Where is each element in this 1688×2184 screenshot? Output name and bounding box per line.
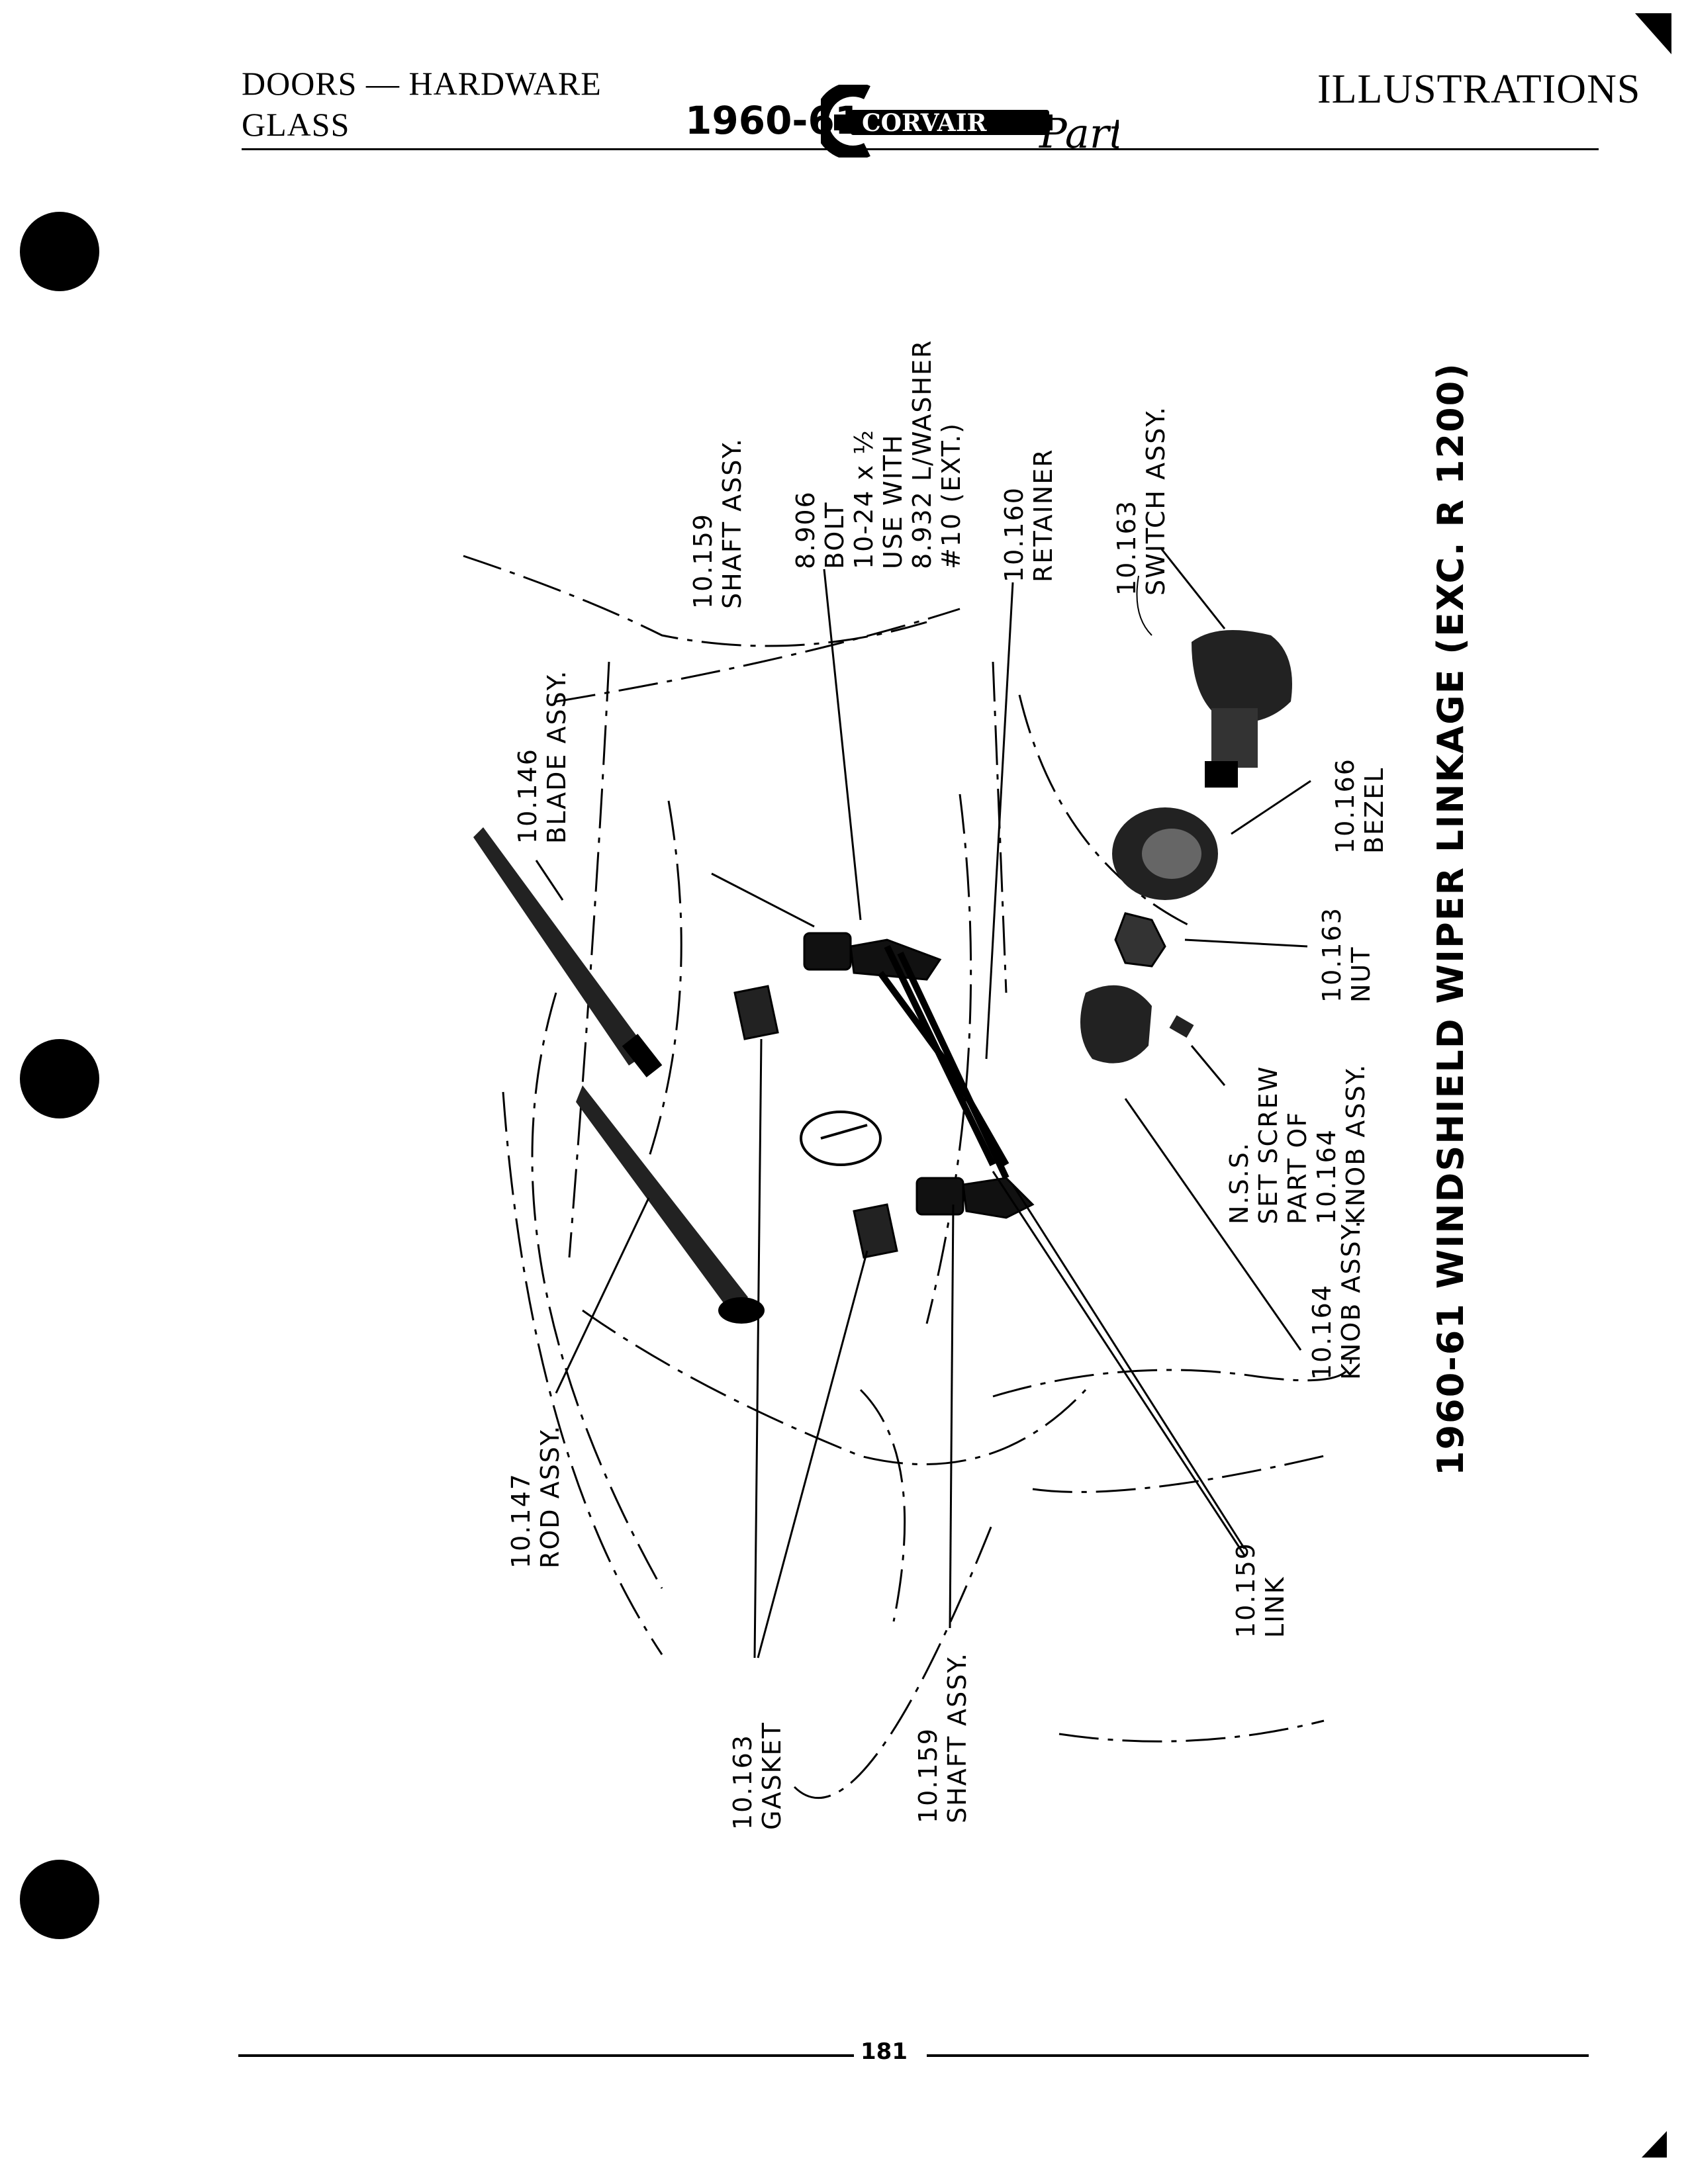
- callout-rod-assy: 10.147 ROD ASSY.: [506, 1424, 565, 1569]
- callout-blade-assy: 10.146 BLADE ASSY.: [513, 669, 571, 844]
- callout-knob-assy: 10.164 KNOB ASSY.: [1307, 1218, 1366, 1380]
- body-outline: [463, 555, 1352, 1799]
- knob-assy-part: [1080, 985, 1152, 1064]
- blade-assy-part: [473, 827, 663, 1077]
- corner-mark-top: [1635, 13, 1675, 63]
- link-part: [877, 944, 1009, 1180]
- callout-switch-assy: 10.163 SWITCH ASSY.: [1112, 406, 1170, 596]
- punch-hole-top: [20, 212, 99, 291]
- bezel-part: [1112, 807, 1218, 900]
- shaft-assy-top-part: [803, 932, 942, 981]
- callout-bezel: 10.166 BEZEL: [1331, 758, 1389, 854]
- punch-hole-middle: [20, 1039, 99, 1118]
- rod-assy-part: [576, 1085, 765, 1324]
- callout-link: 10.159 LINK: [1231, 1542, 1289, 1638]
- gasket-parts: [733, 985, 898, 1259]
- crank-part: [800, 1111, 882, 1166]
- page-number: 181: [861, 2038, 908, 2065]
- section-title: DOORS — HARDWARE GLASS: [242, 63, 602, 145]
- callout-bolt: 8.906 BOLT 10-24 x ½ USE WITH 8.932 L/WA…: [791, 339, 966, 569]
- corvair-parts-logo: CORVAIR Parts: [814, 82, 1147, 160]
- footer-rule-right: [927, 2054, 1589, 2057]
- switch-assy-part: [1192, 630, 1292, 788]
- page-category: ILLUSTRATIONS: [1317, 67, 1641, 112]
- section-title-line1: DOORS — HARDWARE: [242, 65, 602, 102]
- nut-part: [1114, 912, 1166, 968]
- leader-lines: [535, 549, 1311, 1659]
- callout-retainer: 10.160 RETAINER: [1000, 448, 1058, 582]
- figure-title: 1960-61 WINDSHIELD WIPER LINKAGE (EXC. R…: [1430, 362, 1472, 1476]
- callout-shaft-assy-bottom: 10.159 SHAFT ASSY.: [914, 1652, 972, 1823]
- callout-nut: 10.163 NUT: [1317, 907, 1376, 1003]
- set-screw-part: [1169, 1015, 1194, 1038]
- callout-shaft-assy-top: 10.159 SHAFT ASSY.: [688, 437, 747, 609]
- shaft-assy-bottom-part: [915, 1177, 1035, 1219]
- callout-gasket: 10.163 GASKET: [728, 1721, 786, 1830]
- callout-set-screw: N.S.S. SET SCREW PART OF 10.164 KNOB ASS…: [1225, 1063, 1370, 1224]
- section-title-line2: GLASS: [242, 106, 350, 143]
- footer-rule-left: [238, 2054, 854, 2057]
- corner-mark-bottom: [1642, 2131, 1668, 2164]
- punch-hole-bottom: [20, 1860, 99, 1939]
- logo-wordmark: CORVAIR: [862, 109, 988, 137]
- header-rule: [242, 148, 1599, 150]
